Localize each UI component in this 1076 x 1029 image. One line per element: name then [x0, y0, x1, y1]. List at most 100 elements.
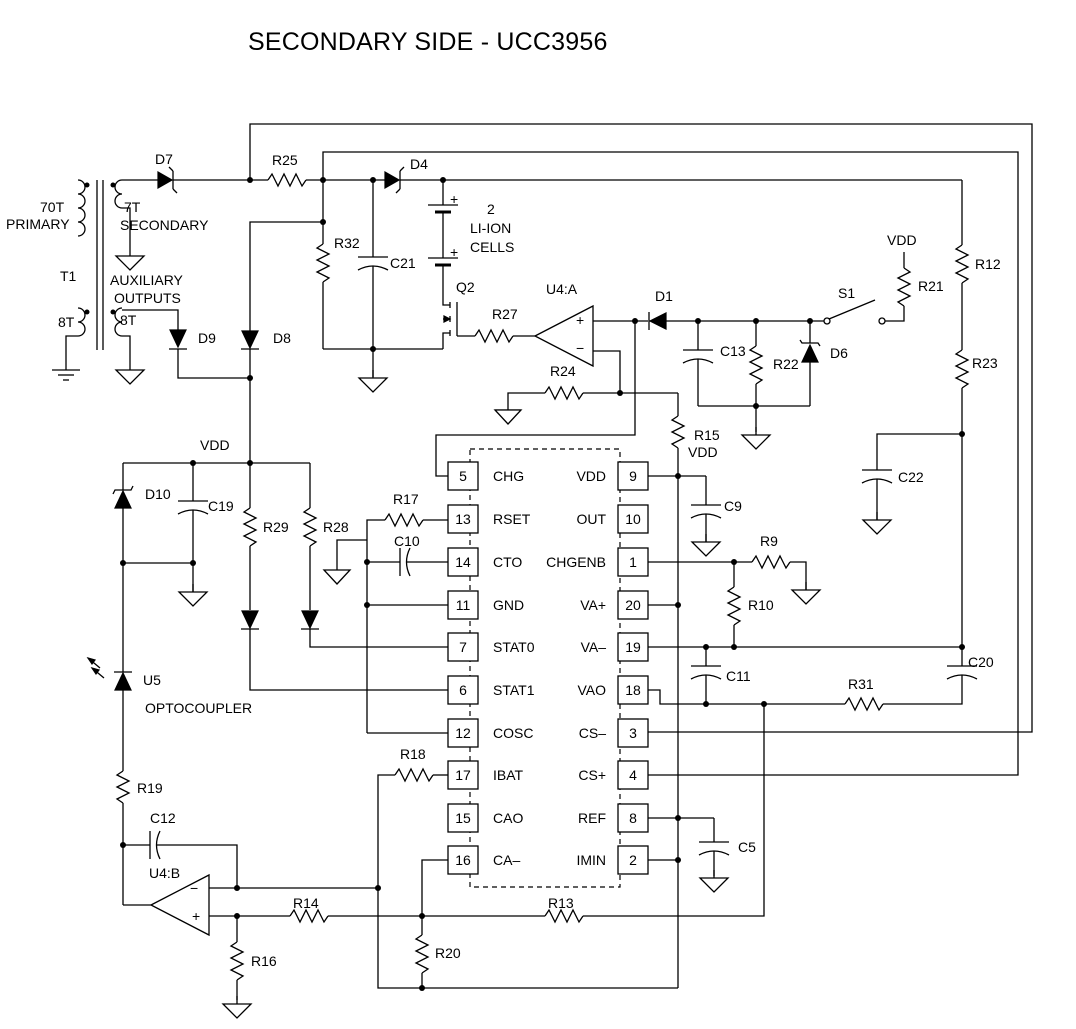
r24-label: R24 [550, 363, 576, 379]
q2-label: Q2 [456, 279, 475, 295]
c21-label: C21 [390, 255, 416, 271]
s1-label: S1 [838, 285, 855, 301]
u4a-label: U4:A [546, 281, 578, 297]
pin-number: 5 [459, 468, 467, 484]
d9-label: D9 [198, 330, 216, 346]
ic-pin-left: 11 GND [447, 590, 524, 620]
transformer-t1: 70T PRIMARY T1 8T 7T SECONDARY AUXILIARY… [6, 179, 209, 385]
pin-name: VA– [581, 639, 607, 655]
cell1-plus: + [450, 191, 458, 207]
pin-number: 7 [459, 639, 467, 655]
c12-label: C12 [150, 810, 176, 826]
pin-name: IMIN [576, 852, 606, 868]
pin-number: 2 [629, 852, 637, 868]
pin-number: 6 [459, 682, 467, 698]
cell2-plus: + [450, 244, 458, 260]
r13-label: R13 [548, 895, 574, 911]
r15-vdd-label: VDD [688, 444, 718, 460]
r12-label: R12 [975, 256, 1001, 272]
ic-pin-right: 4 CS+ [578, 760, 649, 790]
r29-label: R29 [263, 519, 289, 535]
r22-label: R22 [773, 356, 799, 372]
ic-pin-left: 5 CHG [447, 461, 524, 491]
c5-label: C5 [738, 839, 756, 855]
r18-label: R18 [400, 746, 426, 762]
cells-label: CELLS [470, 239, 514, 255]
pin-number: 11 [456, 597, 471, 613]
pin-name: IBAT [493, 767, 524, 783]
c9-label: C9 [724, 498, 742, 514]
r9-label: R9 [760, 533, 778, 549]
pin-number: 20 [625, 597, 641, 613]
pin-number: 18 [625, 682, 641, 698]
r14-label: R14 [293, 895, 319, 911]
c20-label: C20 [968, 654, 994, 670]
r28-label: R28 [323, 519, 349, 535]
pin-number: 9 [629, 468, 637, 484]
pin-name: CS+ [578, 767, 606, 783]
r32-label: R32 [334, 235, 360, 251]
ic-pin-left: 7 STAT0 [447, 632, 535, 662]
c13-label: C13 [720, 343, 746, 359]
c19-label: C19 [208, 498, 234, 514]
ic-pin-left: 6 STAT1 [447, 675, 535, 705]
r23-label: R23 [972, 355, 998, 371]
pin-name: COSC [493, 725, 533, 741]
ic-pin-right: 2 IMIN [576, 845, 649, 875]
pin-name: CA– [493, 852, 520, 868]
u4b-plus: + [192, 908, 200, 924]
r21-label: R21 [918, 278, 944, 294]
outputs-label: OUTPUTS [114, 290, 181, 306]
pin-name: GND [493, 597, 524, 613]
d4-label: D4 [410, 156, 428, 172]
u4b-section: C12 − + U4:B R18 R14 R13 R20 R16 [123, 746, 678, 1019]
r20-label: R20 [435, 945, 461, 961]
d1-label: D1 [655, 288, 673, 304]
outer-loops [249, 123, 1033, 776]
r17-label: R17 [393, 491, 419, 507]
pin-name: STAT0 [493, 639, 535, 655]
pin-name: CAO [493, 810, 523, 826]
pin-name: CS– [579, 725, 606, 741]
pin-number: 17 [455, 767, 471, 783]
diagram-title: SECONDARY SIDE - UCC3956 [248, 28, 608, 56]
ic-pin-right: 3 CS– [579, 718, 649, 748]
aux-diodes: D9 D8 [169, 329, 291, 463]
pin-name: OUT [576, 511, 606, 527]
u4a-section: + − U4:A D1 C13 R22 D6 S1 [435, 232, 944, 477]
right-divider: R12 R23 C22 C20 [861, 244, 1001, 705]
pin-name: CHG [493, 468, 524, 484]
pin-number: 16 [455, 852, 471, 868]
t1-label: T1 [60, 268, 77, 284]
timing-components: R17 C10 [322, 491, 448, 734]
pin-number: 14 [455, 554, 471, 570]
vdd-left-label: VDD [200, 437, 230, 453]
r25-label: R25 [272, 152, 298, 168]
ic-pin-left: 16 CA– [447, 845, 520, 875]
pin-number: 3 [629, 725, 637, 741]
secondary-turns-label: 7T [124, 199, 141, 215]
r31-label: R31 [848, 676, 874, 692]
pin-name: RSET [493, 511, 531, 527]
pin-number: 4 [629, 767, 637, 783]
pin-name: CHGENB [546, 554, 606, 570]
d7-label: D7 [155, 151, 173, 167]
pin-name: STAT1 [493, 682, 535, 698]
c10-label: C10 [394, 533, 420, 549]
u4a-plus: + [576, 312, 584, 328]
pin-number: 10 [625, 511, 641, 527]
d6-label: D6 [830, 345, 848, 361]
pin-name: VAO [577, 682, 606, 698]
r16-label: R16 [251, 953, 277, 969]
c22-label: C22 [898, 469, 924, 485]
cells-type-label: LI-ION [470, 220, 511, 236]
secondary-label: SECONDARY [120, 217, 209, 233]
u4a-minus: − [576, 340, 584, 356]
